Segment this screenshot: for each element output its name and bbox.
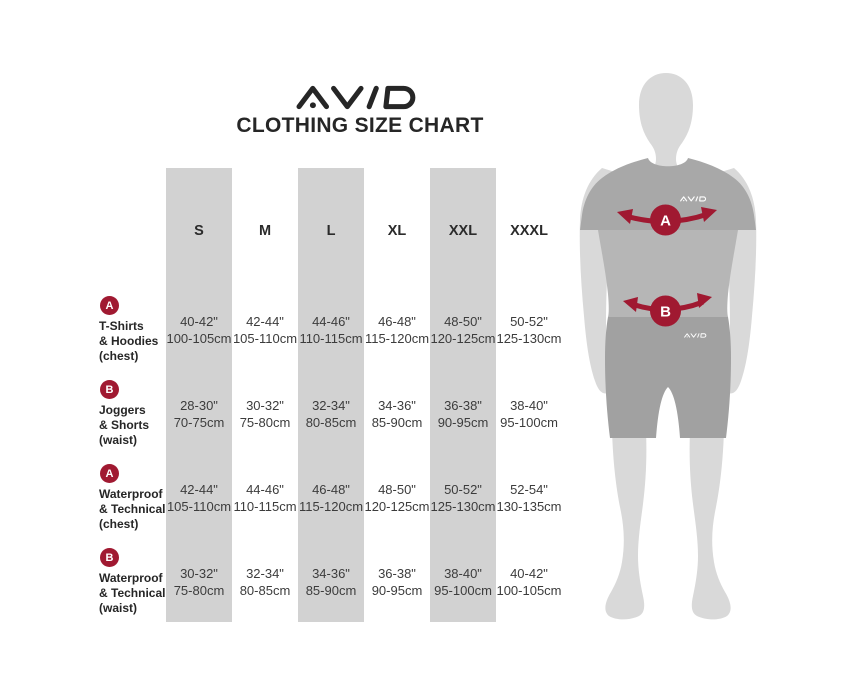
size-value-cell: 28-30"70-75cm [173,398,225,430]
page-title: CLOTHING SIZE CHART [236,114,484,137]
size-column-header-xl: XL [387,223,407,239]
measure-badge: A [100,464,119,483]
size-value-cell: 36-38"90-95cm [437,398,489,430]
size-column-header-s: S [194,223,204,239]
column-highlight-band [430,168,496,622]
marker-a-badge: A [650,204,681,236]
size-value-cell: 30-32"75-80cm [173,566,225,598]
row-label-line: Waterproof [99,571,163,585]
row-label-line: Joggers [99,403,146,417]
left-leg [605,430,647,620]
body-figure: A B [579,73,757,620]
head-silhouette [626,73,706,185]
marker-b-letter: B [660,304,671,321]
right-leg [689,430,731,620]
size-value-cell: 44-46"110-115cm [233,482,297,514]
size-value-cell: 44-46"110-115cm [299,314,363,346]
size-value-cell: 46-48"115-120cm [298,482,364,514]
size-value-cell: 34-36"85-90cm [305,566,357,598]
measure-badge: B [100,548,119,567]
row-label-line: T-Shirts [99,319,144,333]
row-label-line: (waist) [99,601,138,615]
size-value-cell: 52-54"130-135cm [496,482,562,514]
table-row: B Waterproof& Technical(waist) 30-32"75-80… [62,540,562,624]
size-column-header-m: M [258,223,272,239]
size-value-cell: 46-48"115-120cm [364,314,430,346]
measure-badge: B [100,380,119,399]
header: CLOTHING SIZE CHART [186,84,534,138]
column-highlight-band [298,168,364,622]
size-value-cell: 40-42"100-105cm [166,314,232,346]
table-row: B Joggers& Shorts(waist) 28-30"70-75cm 30-3… [62,372,562,456]
size-value-cell: 42-44"105-110cm [166,482,232,514]
avid-logo [296,84,424,111]
row-label: B Joggers& Shorts(waist) [62,380,166,448]
marker-a-letter: A [660,213,671,230]
size-value-cell: 50-52"125-130cm [496,314,562,346]
table-row: A Waterproof& Technical(chest) 42-44"105-1… [62,456,562,540]
size-value-cell: 48-50"120-125cm [364,482,430,514]
size-value-cell: 32-34"80-85cm [239,566,291,598]
size-value-cell: 38-40"95-100cm [434,566,492,598]
row-label: B Waterproof& Technical(waist) [62,548,166,616]
size-value-cell: 32-34"80-85cm [305,398,357,430]
table-row: A T-Shirts& Hoodies(chest) 40-42"100-105cm… [62,288,562,372]
row-label-line: & Technical [99,586,166,600]
size-header-row: S M L XL XXL XXXL [166,210,562,252]
row-label: A Waterproof& Technical(chest) [62,464,166,532]
size-column-header-xxl: XXL [448,223,478,239]
row-label-line: & Shorts [99,418,150,432]
measure-badge: A [100,296,119,315]
row-label: A T-Shirts& Hoodies(chest) [62,296,166,364]
size-value-cell: 42-44"105-110cm [232,314,298,346]
row-label-line: & Technical [99,502,166,516]
shorts [605,317,731,438]
size-value-cell: 48-50"120-125cm [430,314,496,346]
size-value-cell: 30-32"75-80cm [239,398,291,430]
size-column-header-l: L [326,223,336,239]
row-label-line: Waterproof [99,487,163,501]
size-value-cell: 38-40"95-100cm [500,398,558,430]
row-label-line: (waist) [99,433,138,447]
row-label-line: & Hoodies [99,334,159,348]
column-highlight-band [166,168,232,622]
row-label-line: (chest) [99,349,139,363]
size-value-cell: 34-36"85-90cm [371,398,423,430]
row-label-line: (chest) [99,517,139,531]
marker-b-badge: B [650,295,681,327]
size-value-cell: 40-42"100-105cm [496,566,562,598]
size-value-cell: 36-38"90-95cm [371,566,423,598]
size-column-header-xxxl: XXXL [510,223,548,239]
size-value-cell: 50-52"125-130cm [430,482,496,514]
